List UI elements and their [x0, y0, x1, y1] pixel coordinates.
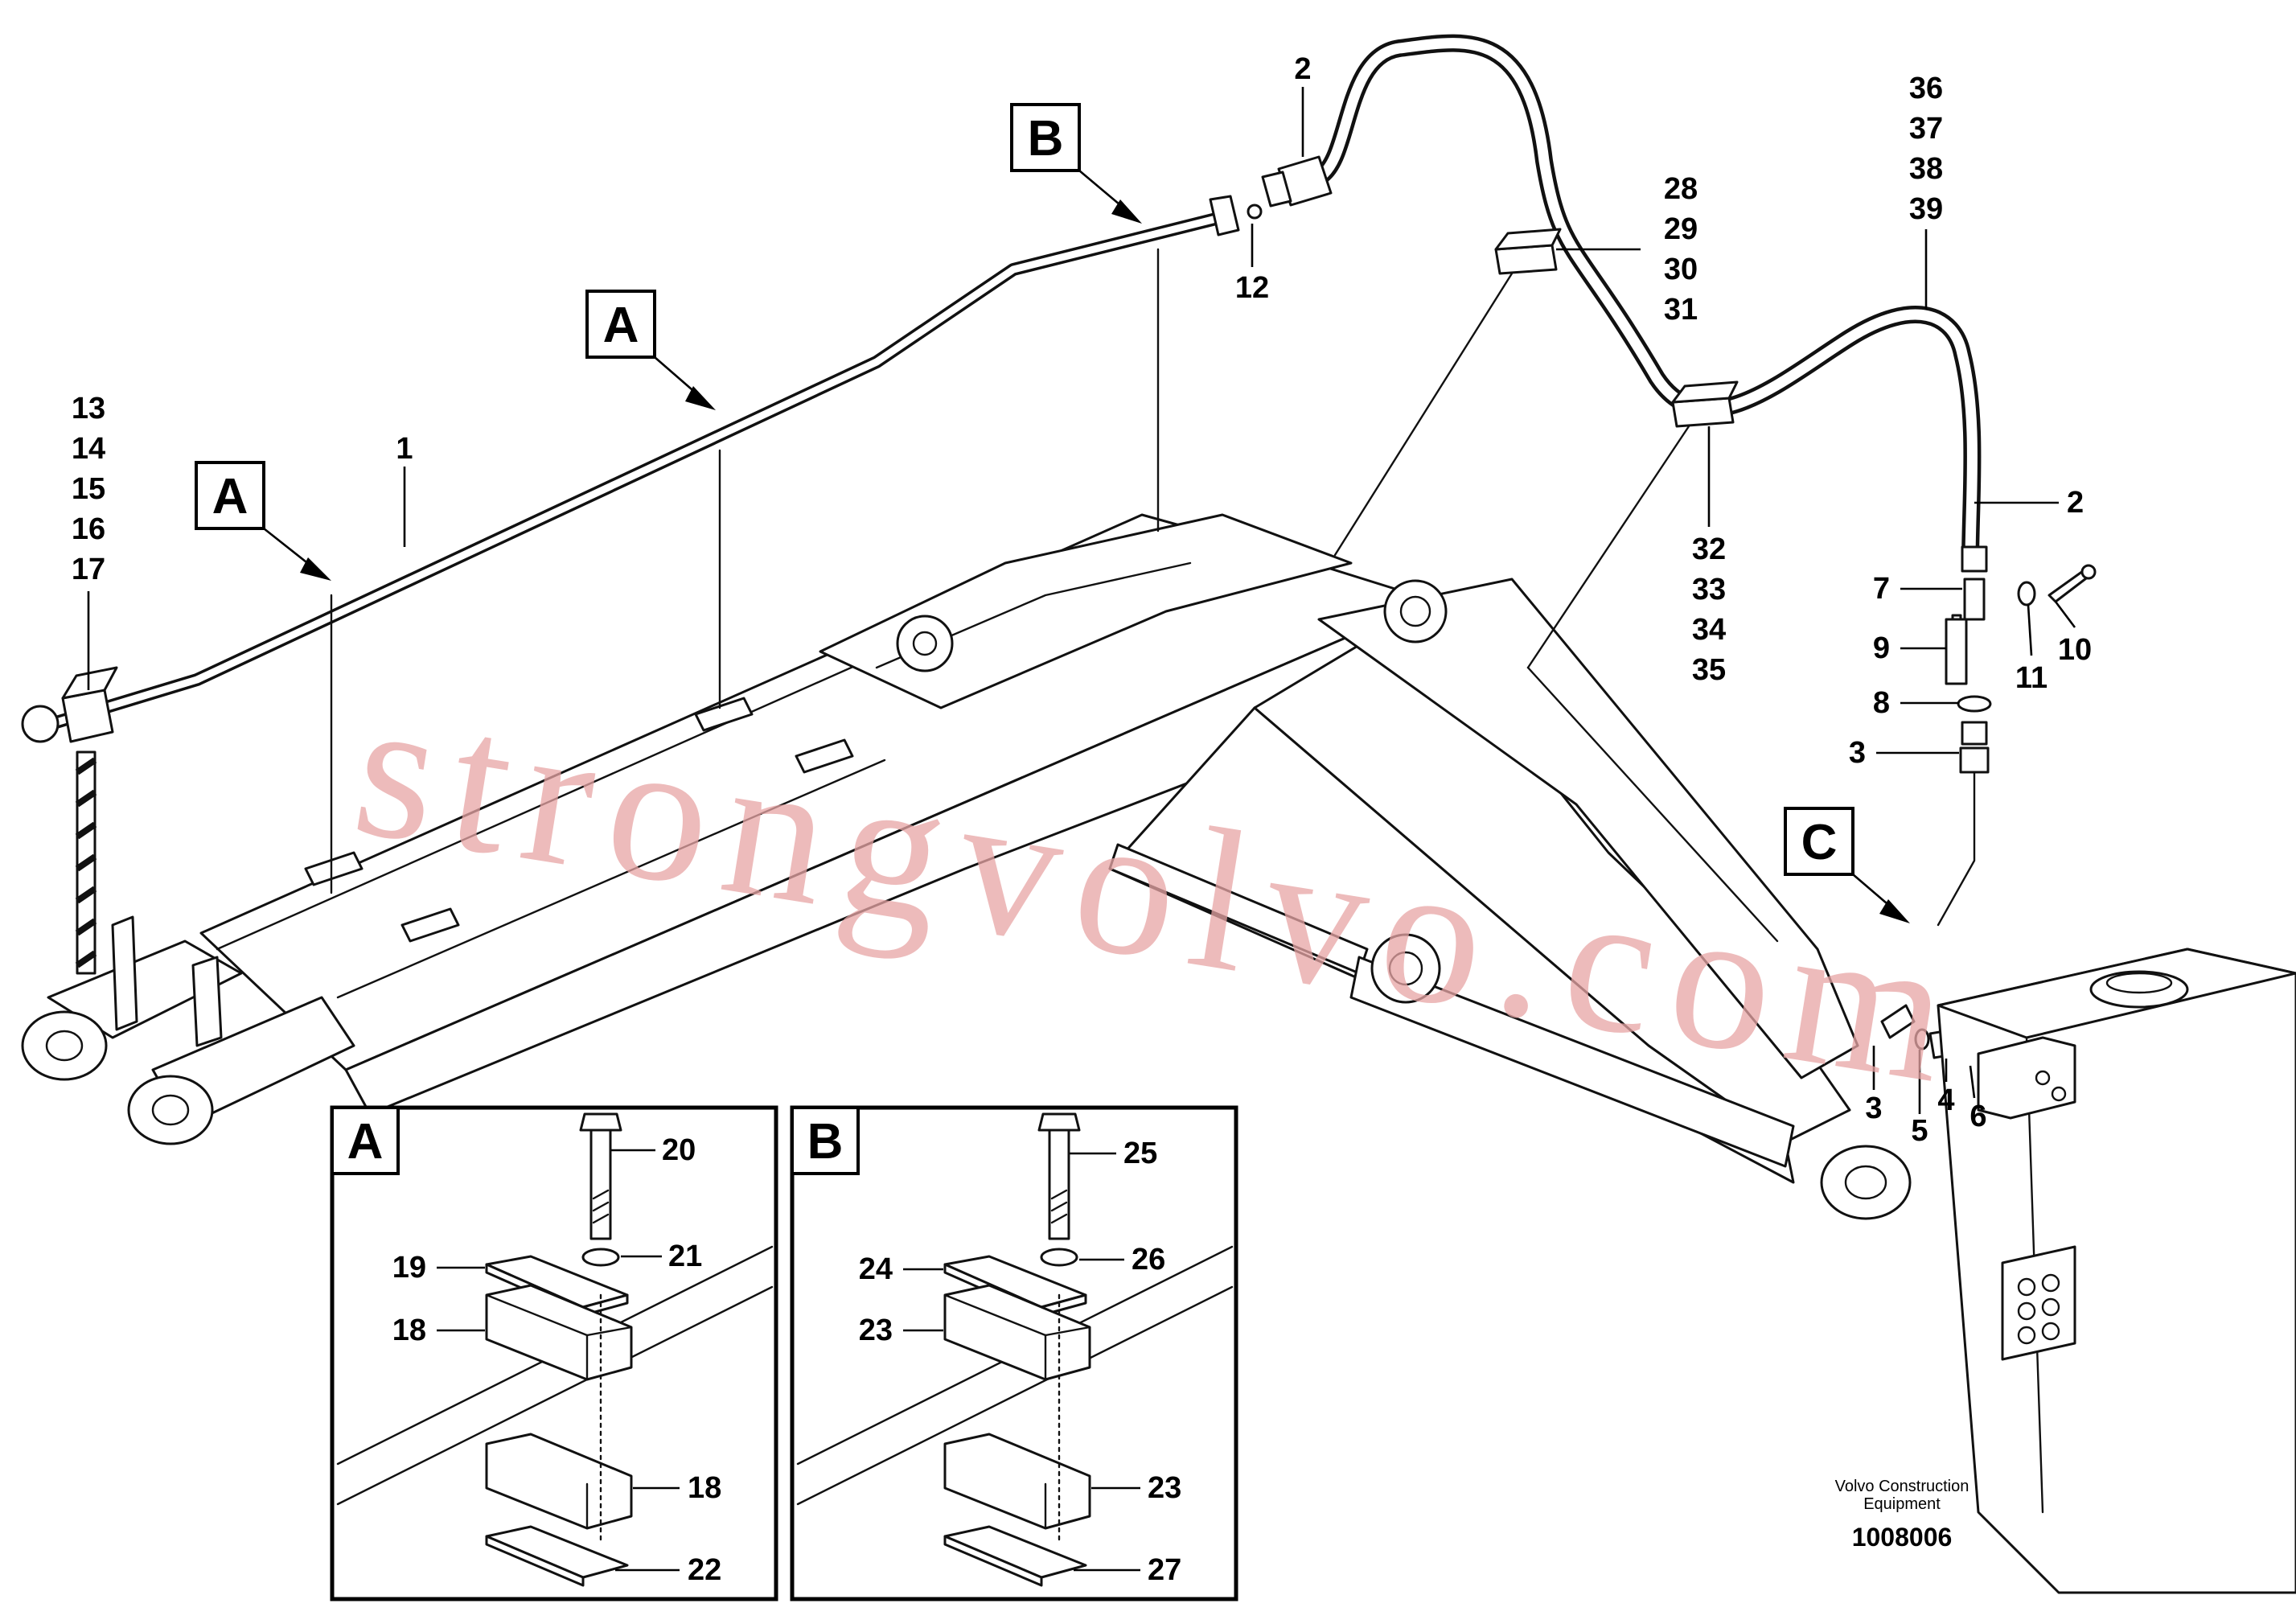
callout-3-right: 3	[1849, 736, 1866, 770]
hydraulic-tank	[1937, 948, 2296, 1594]
callout-34: 34	[1692, 613, 1726, 647]
callout-stack-13-17: 13 14 15 16 17	[72, 392, 105, 690]
callout-stack-32-35: 32 33 34 35	[1692, 426, 1726, 687]
callout-14: 14	[72, 432, 105, 466]
view-c-text: C	[1801, 815, 1838, 870]
callout-23-lower: 23	[1148, 1471, 1181, 1505]
callout-8: 8	[1873, 686, 1890, 720]
callout-10: 10	[2058, 633, 2092, 667]
callout-2-top: 2	[1294, 52, 1311, 86]
callout-37: 37	[1909, 112, 1943, 146]
drawing-footer: Volvo Construction Equipment 1008006	[1835, 1478, 1969, 1552]
callout-36: 36	[1909, 72, 1943, 105]
callout-30: 30	[1664, 253, 1698, 286]
hydraulic-hose	[1261, 34, 2097, 1067]
callout-24: 24	[859, 1252, 893, 1286]
callout-18-lower: 18	[688, 1471, 721, 1505]
view-label-b-top: B	[1010, 103, 1142, 224]
callout-13: 13	[72, 392, 105, 426]
callout-3-lower: 3	[1865, 1092, 1882, 1125]
callout-26: 26	[1132, 1243, 1165, 1277]
callout-39: 39	[1909, 192, 1943, 226]
callout-38: 38	[1909, 152, 1943, 186]
callout-19: 19	[392, 1251, 426, 1285]
view-b-text: B	[1028, 111, 1064, 167]
callout-5: 5	[1911, 1114, 1928, 1148]
callout-28: 28	[1664, 172, 1698, 206]
detail-a-title: A	[347, 1114, 384, 1170]
callout-stack-36-39: 36 37 38 39	[1909, 72, 1943, 310]
detail-b-title: B	[807, 1114, 844, 1170]
callout-21: 21	[668, 1240, 702, 1273]
callout-29: 29	[1664, 212, 1698, 246]
callout-11: 11	[2015, 661, 2048, 695]
callout-17: 17	[72, 553, 105, 586]
view-a-text-2: A	[603, 298, 639, 353]
view-label-c: C	[1784, 807, 1910, 923]
drawing-number: 1008006	[1852, 1523, 1953, 1552]
excavator-boom	[21, 272, 1912, 1220]
callout-1: 1	[396, 432, 413, 466]
callout-7: 7	[1873, 572, 1890, 606]
callout-15: 15	[72, 472, 105, 506]
callout-27: 27	[1148, 1553, 1181, 1587]
callout-22: 22	[688, 1553, 721, 1587]
callout-31: 31	[1664, 293, 1698, 327]
callout-35: 35	[1692, 653, 1726, 687]
view-label-a-mid: A	[585, 290, 716, 410]
view-label-a-left: A	[195, 461, 331, 581]
callout-9: 9	[1873, 631, 1890, 665]
hydraulic-pipe	[21, 195, 1263, 743]
callout-4: 4	[1937, 1083, 1954, 1117]
callout-32: 32	[1692, 532, 1726, 566]
callout-18-upper: 18	[392, 1314, 426, 1347]
view-a-text: A	[212, 469, 248, 524]
callout-33: 33	[1692, 573, 1726, 606]
callout-23-upper: 23	[859, 1314, 893, 1347]
maker-line-1: Volvo Construction	[1835, 1478, 1969, 1495]
main-callouts: 1 2 2 3 3 4 5 6 7 8 9 10 11	[396, 52, 2092, 1148]
maker-line-2: Equipment	[1863, 1495, 1941, 1513]
callout-20: 20	[662, 1133, 696, 1167]
detail-b-panel: B 25 26 24 23 23 27	[790, 1105, 1238, 1601]
callout-stack-28-31: 28 29 30 31	[1556, 172, 1698, 327]
callout-12: 12	[1235, 271, 1269, 305]
callout-6: 6	[1969, 1100, 1986, 1133]
detail-a-panel: A 20 21 19 18 18 22	[330, 1105, 778, 1601]
callout-16: 16	[72, 512, 105, 546]
callout-25: 25	[1123, 1137, 1157, 1170]
callout-2-right: 2	[2067, 486, 2084, 520]
